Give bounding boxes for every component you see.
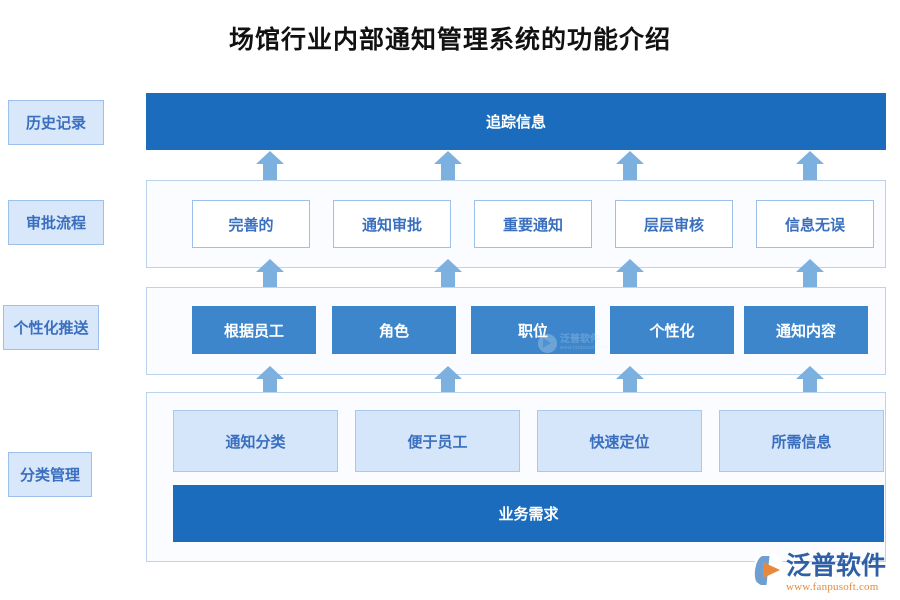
arrow-up-icon xyxy=(615,150,645,180)
node-label: 层层审核 xyxy=(643,216,704,234)
node-label: 职位 xyxy=(517,322,548,340)
node-approval-5[interactable]: 信息无误 xyxy=(756,200,874,248)
arrow-up-icon xyxy=(795,258,825,288)
node-push-2[interactable]: 角色 xyxy=(332,306,456,354)
bottom-bar-business-requirement[interactable]: 业务需求 xyxy=(173,485,884,542)
node-approval-1[interactable]: 完善的 xyxy=(192,200,310,248)
page-title: 场馆行业内部通知管理系统的功能介绍 xyxy=(228,26,671,54)
arrow-up-icon xyxy=(433,258,463,288)
node-category-4[interactable]: 所需信息 xyxy=(719,410,884,472)
node-category-1[interactable]: 通知分类 xyxy=(173,410,338,472)
arrow-up-icon xyxy=(433,150,463,180)
sidebar-item-approval[interactable]: 审批流程 xyxy=(8,200,104,245)
brand-url: www.fanpusoft.com xyxy=(786,581,879,593)
top-bar-tracking-info[interactable]: 追踪信息 xyxy=(146,93,886,150)
sidebar-item-label: 分类管理 xyxy=(19,467,80,484)
node-label: 通知分类 xyxy=(225,433,286,451)
sidebar-item-label: 历史记录 xyxy=(25,115,86,132)
node-push-3[interactable]: 职位 xyxy=(471,306,595,354)
arrow-up-icon xyxy=(615,258,645,288)
node-category-3[interactable]: 快速定位 xyxy=(537,410,702,472)
sidebar-item-category-management[interactable]: 分类管理 xyxy=(8,452,92,497)
arrow-up-icon xyxy=(255,150,285,180)
bottom-bar-label: 业务需求 xyxy=(498,506,559,523)
brand-name: 泛普软件 xyxy=(786,552,887,580)
node-label: 快速定位 xyxy=(589,433,650,451)
top-bar-label: 追踪信息 xyxy=(485,114,546,131)
brand-logo-icon xyxy=(752,554,785,587)
node-label: 通知审批 xyxy=(361,216,422,234)
arrow-up-icon xyxy=(255,258,285,288)
arrow-up-icon xyxy=(795,365,825,395)
node-label: 角色 xyxy=(378,322,409,340)
arrow-up-icon xyxy=(433,365,463,395)
arrow-up-icon xyxy=(615,365,645,395)
sidebar-item-personalized-push[interactable]: 个性化推送 xyxy=(3,305,99,350)
node-push-5[interactable]: 通知内容 xyxy=(744,306,868,354)
brand-logo: 泛普软件 www.fanpusoft.com xyxy=(752,553,900,597)
node-label: 个性化 xyxy=(649,322,695,340)
sidebar-item-history[interactable]: 历史记录 xyxy=(8,100,104,145)
node-label: 便于员工 xyxy=(407,433,468,451)
arrow-up-icon xyxy=(255,365,285,395)
arrow-up-icon xyxy=(795,150,825,180)
node-label: 通知内容 xyxy=(775,322,836,340)
node-push-4[interactable]: 个性化 xyxy=(610,306,734,354)
node-label: 信息无误 xyxy=(784,216,845,234)
node-approval-3[interactable]: 重要通知 xyxy=(474,200,592,248)
sidebar-item-label: 个性化推送 xyxy=(13,320,89,337)
sidebar-item-label: 审批流程 xyxy=(25,215,86,232)
node-label: 所需信息 xyxy=(771,433,832,451)
node-push-1[interactable]: 根据员工 xyxy=(192,306,316,354)
node-approval-2[interactable]: 通知审批 xyxy=(333,200,451,248)
node-label: 完善的 xyxy=(228,216,274,234)
node-approval-4[interactable]: 层层审核 xyxy=(615,200,733,248)
node-category-2[interactable]: 便于员工 xyxy=(355,410,520,472)
node-label: 重要通知 xyxy=(502,216,563,234)
node-label: 根据员工 xyxy=(223,322,284,340)
